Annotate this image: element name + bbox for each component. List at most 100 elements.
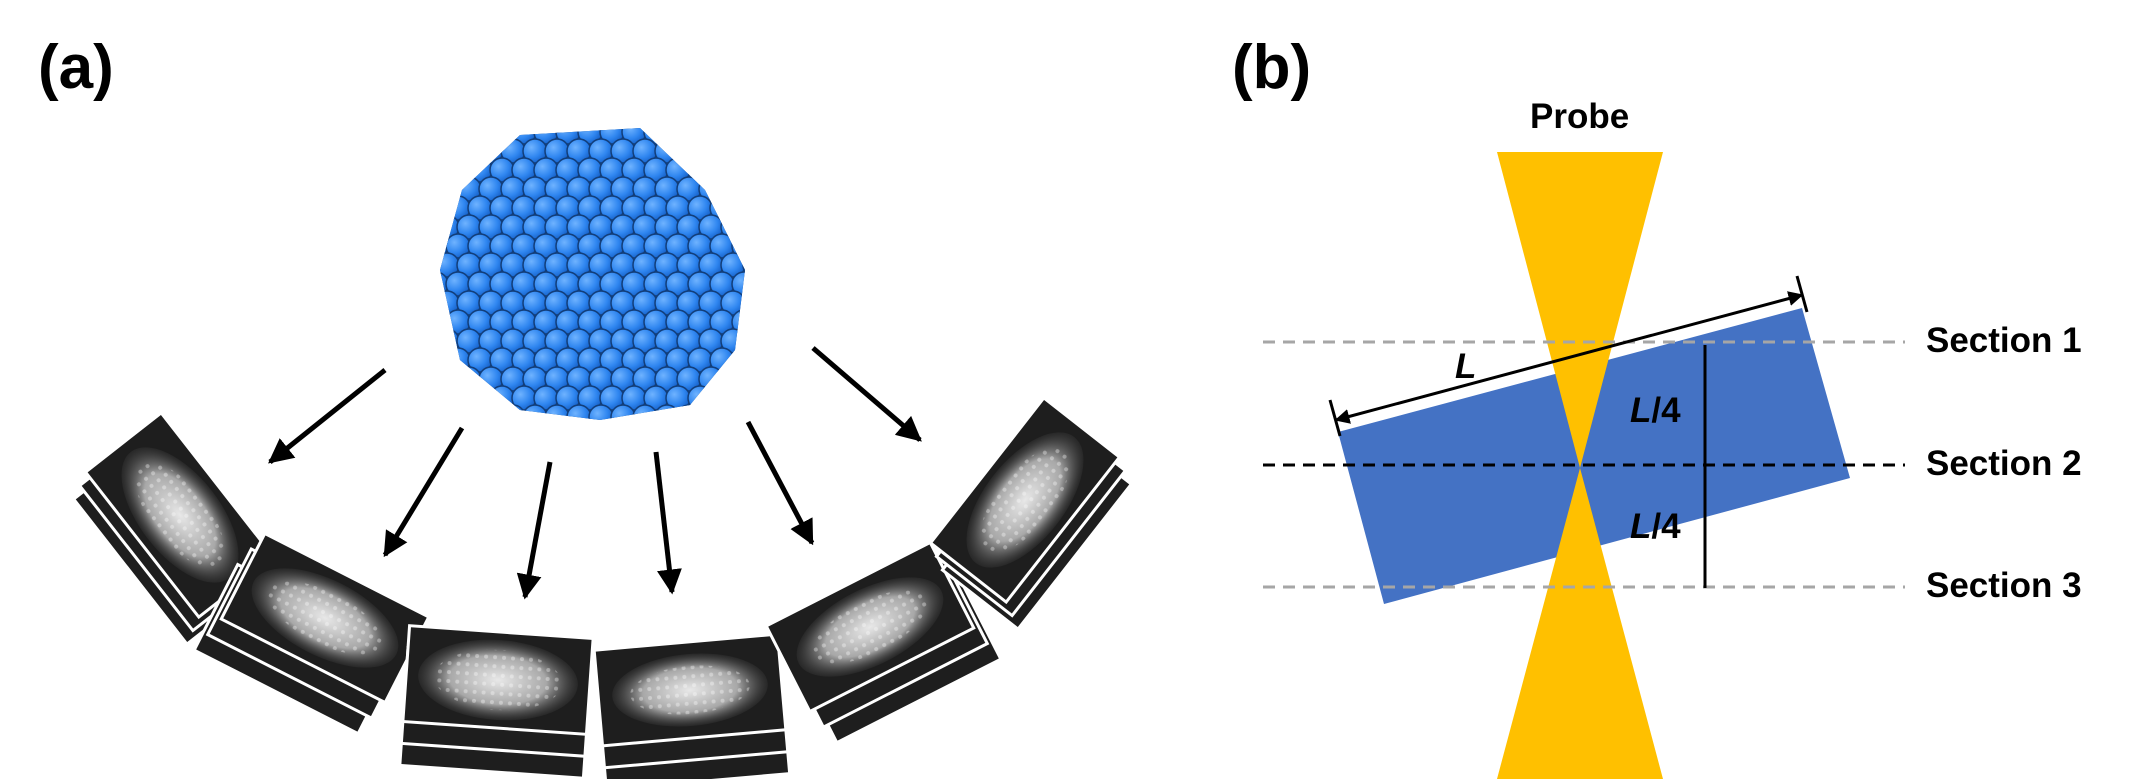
image-stack-2 [192, 531, 431, 736]
atom-sphere [765, 253, 789, 277]
atom-sphere [512, 424, 536, 448]
atom-sphere [501, 443, 525, 467]
atom-sphere [698, 404, 724, 420]
atom-sphere [632, 404, 658, 420]
panel-a-label: (a) [38, 33, 114, 102]
atom-sphere [731, 347, 745, 373]
atom-sphere [742, 366, 745, 392]
atom-sphere [765, 177, 789, 201]
atom-sphere [445, 385, 471, 411]
atom-sphere [544, 404, 570, 420]
atom-sphere [720, 252, 745, 278]
atom-sphere [445, 157, 471, 183]
atom-sphere [742, 214, 745, 240]
probe-label: Probe [1530, 97, 1629, 136]
atom-sphere [754, 158, 778, 182]
atom-sphere [440, 366, 460, 392]
atom-sphere [489, 128, 515, 145]
projection-images [71, 395, 1134, 779]
atom-sphere [665, 128, 691, 145]
atom-sphere [523, 443, 547, 467]
atom-sphere [610, 404, 636, 420]
atom-sphere [666, 424, 690, 448]
atom-sphere [440, 347, 449, 373]
panel-b: (b) Probe L L/4 L/4 Section 1 Section 2 … [1232, 33, 2082, 779]
atom-sphere [710, 424, 734, 448]
atom-sphere [720, 404, 745, 420]
atom-sphere [742, 176, 745, 202]
atom-sphere [731, 385, 745, 411]
projection-arrow [745, 420, 815, 546]
atom-sphere [731, 157, 745, 183]
atom-sphere [688, 424, 712, 448]
section-label-1: Section 1 [1926, 321, 2082, 360]
panel-a: (a) [38, 33, 1134, 779]
atom-sphere [754, 310, 778, 334]
atom-sphere [754, 386, 778, 410]
atom-sphere [440, 385, 449, 411]
atom-sphere [468, 424, 492, 448]
atom-sphere [489, 385, 515, 411]
atom-sphere [440, 138, 460, 164]
atom-sphere [687, 128, 713, 145]
atom-sphere [654, 404, 680, 420]
atom-sphere [765, 405, 789, 429]
atom-sphere [731, 195, 745, 221]
atom-sphere [754, 272, 778, 296]
atom-sphere [720, 138, 745, 164]
atom-sphere [687, 385, 713, 411]
atom-sphere [490, 424, 514, 448]
atom-sphere [742, 290, 745, 316]
atom-sphere [765, 367, 789, 391]
atom-sphere [457, 443, 481, 467]
projection-arrow [811, 346, 922, 442]
atom-sphere [742, 328, 745, 354]
atom-sphere [709, 157, 735, 183]
atom-sphere [440, 157, 449, 183]
projection-arrow [516, 461, 553, 600]
atom-sphere [456, 404, 482, 420]
atom-sphere [440, 176, 460, 202]
atom-sphere [754, 196, 778, 220]
atom-sphere [467, 385, 493, 411]
atom-sphere [731, 128, 745, 145]
atom-sphere [698, 138, 724, 164]
atom-sphere [479, 443, 503, 467]
length-dimension [1328, 275, 1809, 437]
atom-sphere [754, 120, 778, 144]
image-stack-1 [71, 410, 277, 647]
atom-sphere [424, 424, 448, 448]
atom-sphere [478, 404, 504, 420]
atom-sphere [742, 138, 745, 164]
atom-sphere [534, 424, 558, 448]
atom-sphere [676, 404, 702, 420]
atom-sphere [445, 347, 471, 373]
image-stack-4 [592, 632, 792, 779]
quarter-label-bottom: L/4 [1630, 507, 1681, 546]
atom-sphere [440, 128, 449, 145]
atom-sphere [588, 404, 614, 420]
atom-sphere [600, 424, 624, 448]
atom-sphere [676, 138, 702, 164]
atom-sphere [622, 424, 646, 448]
atom-sphere [765, 215, 789, 239]
atom-sphere [633, 443, 657, 467]
atom-sphere [720, 290, 745, 316]
atom-sphere [709, 128, 735, 145]
atom-sphere [589, 443, 613, 467]
atom-sphere [440, 271, 449, 297]
atom-sphere [677, 443, 701, 467]
projection-arrow [268, 368, 387, 464]
atom-sphere [440, 328, 460, 354]
image-stack-3 [398, 624, 595, 779]
atom-sphere [721, 443, 745, 467]
atom-sphere [440, 404, 460, 420]
panel-b-label: (b) [1232, 33, 1311, 102]
atom-sphere [445, 128, 471, 145]
atom-sphere [709, 385, 735, 411]
atom-sphere [522, 404, 548, 420]
atom-sphere [720, 366, 745, 392]
atom-sphere [578, 424, 602, 448]
atom-sphere [720, 176, 745, 202]
projection-arrows [268, 346, 922, 600]
